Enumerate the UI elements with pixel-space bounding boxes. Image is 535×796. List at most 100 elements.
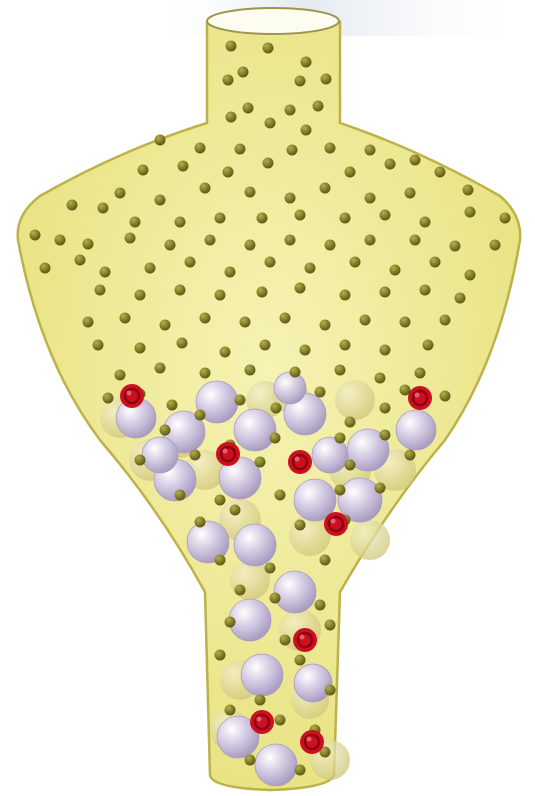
- small-molecule: [300, 345, 311, 356]
- small-molecule: [135, 290, 146, 301]
- small-molecule: [465, 270, 476, 281]
- small-molecule: [265, 563, 276, 574]
- small-molecule: [285, 105, 296, 116]
- small-molecule: [335, 485, 346, 496]
- small-molecule: [215, 650, 226, 661]
- small-molecule: [115, 370, 126, 381]
- small-molecule: [325, 620, 336, 631]
- small-molecule: [215, 495, 226, 506]
- small-molecule: [175, 490, 186, 501]
- small-molecule: [320, 320, 331, 331]
- small-molecule: [290, 367, 301, 378]
- small-molecule: [375, 483, 386, 494]
- small-molecule: [215, 290, 226, 301]
- small-molecule: [190, 450, 201, 461]
- small-molecule: [295, 655, 306, 666]
- small-molecule: [423, 340, 434, 351]
- small-molecule: [195, 143, 206, 154]
- small-molecule: [83, 317, 94, 328]
- small-molecule: [257, 213, 268, 224]
- small-molecule: [195, 517, 206, 528]
- small-molecule: [345, 460, 356, 471]
- small-molecule: [245, 187, 256, 198]
- small-molecule: [380, 287, 391, 298]
- small-molecule: [120, 313, 131, 324]
- small-molecule: [410, 155, 421, 166]
- ghost-bead: [350, 520, 390, 560]
- small-molecule: [345, 417, 356, 428]
- small-molecule: [340, 290, 351, 301]
- small-molecule: [135, 343, 146, 354]
- small-molecule: [380, 345, 391, 356]
- small-molecule: [167, 400, 178, 411]
- small-molecule: [455, 293, 466, 304]
- small-molecule: [245, 365, 256, 376]
- small-molecule: [270, 433, 281, 444]
- small-molecule: [240, 317, 251, 328]
- red-molecule: [293, 628, 317, 652]
- small-molecule: [263, 158, 274, 169]
- small-molecule: [295, 765, 306, 776]
- small-molecule: [40, 263, 51, 274]
- small-molecule: [185, 257, 196, 268]
- small-molecule: [245, 755, 256, 766]
- red-molecule: [324, 512, 348, 536]
- small-molecule: [320, 183, 331, 194]
- small-molecule: [420, 285, 431, 296]
- small-molecule: [175, 217, 186, 228]
- bead: [241, 654, 283, 696]
- small-molecule: [490, 240, 501, 251]
- small-molecule: [195, 410, 206, 421]
- small-molecule: [380, 210, 391, 221]
- small-molecule: [98, 203, 109, 214]
- small-molecule: [263, 43, 274, 54]
- small-molecule: [130, 217, 141, 228]
- small-molecule: [270, 593, 281, 604]
- small-molecule: [138, 165, 149, 176]
- bead: [274, 372, 306, 404]
- small-molecule: [380, 430, 391, 441]
- small-molecule: [335, 365, 346, 376]
- small-molecule: [226, 41, 237, 52]
- small-molecule: [255, 457, 266, 468]
- small-molecule: [238, 67, 249, 78]
- small-molecule: [200, 183, 211, 194]
- small-molecule: [155, 135, 166, 146]
- ghost-bead: [230, 560, 270, 600]
- small-molecule: [365, 145, 376, 156]
- small-molecule: [295, 210, 306, 221]
- small-molecule: [135, 455, 146, 466]
- small-molecule: [67, 200, 78, 211]
- small-molecule: [115, 188, 126, 199]
- small-molecule: [320, 555, 331, 566]
- small-molecule: [235, 585, 246, 596]
- small-molecule: [200, 368, 211, 379]
- small-molecule: [155, 363, 166, 374]
- bead: [274, 571, 316, 613]
- small-molecule: [245, 240, 256, 251]
- small-molecule: [301, 57, 312, 68]
- small-molecule: [295, 520, 306, 531]
- small-molecule: [280, 635, 291, 646]
- small-molecule: [225, 617, 236, 628]
- bead: [229, 599, 271, 641]
- small-molecule: [430, 257, 441, 268]
- red-molecule: [120, 384, 144, 408]
- small-molecule: [295, 76, 306, 87]
- red-molecule: [216, 442, 240, 466]
- small-molecule: [301, 125, 312, 136]
- small-molecule: [410, 235, 421, 246]
- small-molecule: [313, 101, 324, 112]
- small-molecule: [255, 695, 266, 706]
- small-molecule: [463, 185, 474, 196]
- small-molecule: [365, 235, 376, 246]
- red-molecule: [300, 730, 324, 754]
- small-molecule: [275, 490, 286, 501]
- small-molecule: [385, 159, 396, 170]
- small-molecule: [435, 167, 446, 178]
- small-molecule: [415, 368, 426, 379]
- red-molecule: [250, 710, 274, 734]
- small-molecule: [226, 112, 237, 123]
- bead: [396, 410, 436, 450]
- small-molecule: [420, 217, 431, 228]
